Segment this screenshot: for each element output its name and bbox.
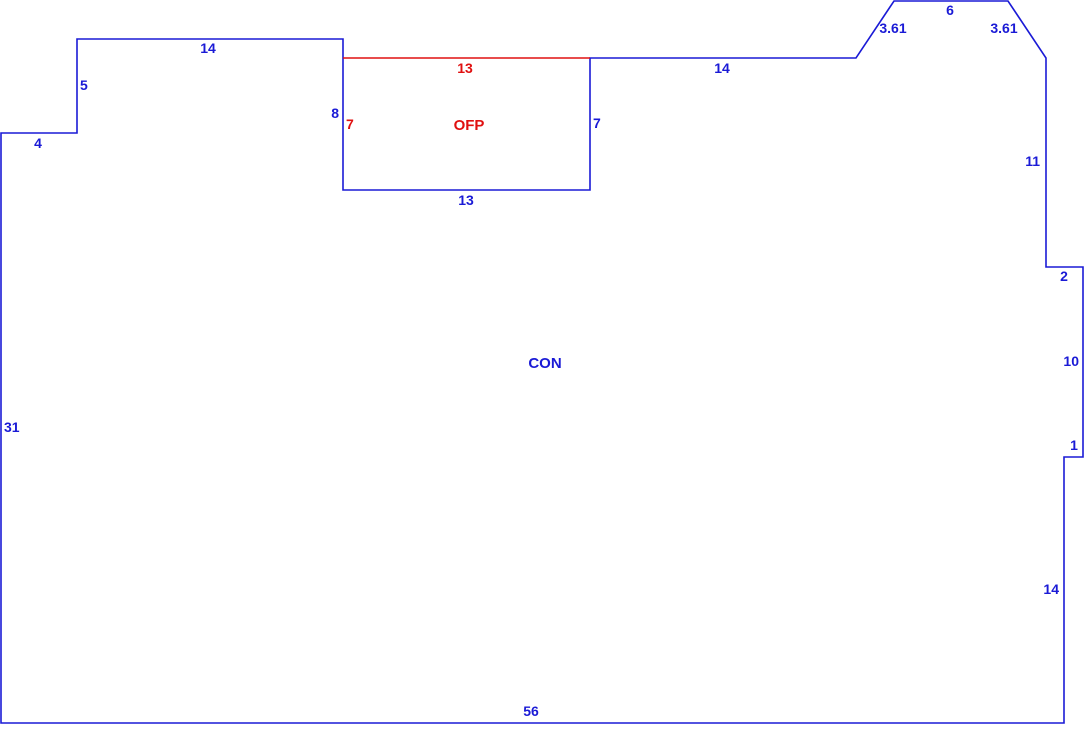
dim-bay-right-diag: 3.61	[990, 20, 1017, 36]
area-label-con: CON	[528, 355, 561, 372]
dim-porch-top: 13	[457, 60, 473, 76]
dim-right-jog-out: 2	[1060, 268, 1068, 284]
dim-bay-left-diag: 3.61	[879, 20, 906, 36]
dim-bottom: 56	[523, 703, 539, 719]
dim-left-side: 31	[4, 419, 20, 435]
dim-right-upper: 11	[1025, 153, 1040, 169]
dim-upper-left-top: 14	[200, 40, 216, 56]
dim-porch-bottom: 13	[458, 192, 474, 208]
dim-bay-top: 6	[946, 2, 954, 18]
main-outline	[0, 0, 1084, 724]
dim-porch-right: 7	[593, 115, 601, 131]
dim-left-step-rise: 5	[80, 77, 88, 93]
dim-right-lower: 14	[1043, 581, 1059, 597]
dim-porch-left-inner: 7	[346, 116, 354, 132]
area-label-ofp: OFP	[454, 117, 485, 134]
dim-left-step-top: 4	[34, 135, 42, 151]
dim-right-middle: 10	[1063, 353, 1079, 369]
dim-porch-left-outer: 8	[331, 105, 339, 121]
dim-upper-right-top: 14	[714, 60, 730, 76]
dim-right-jog-in: 1	[1070, 437, 1078, 453]
